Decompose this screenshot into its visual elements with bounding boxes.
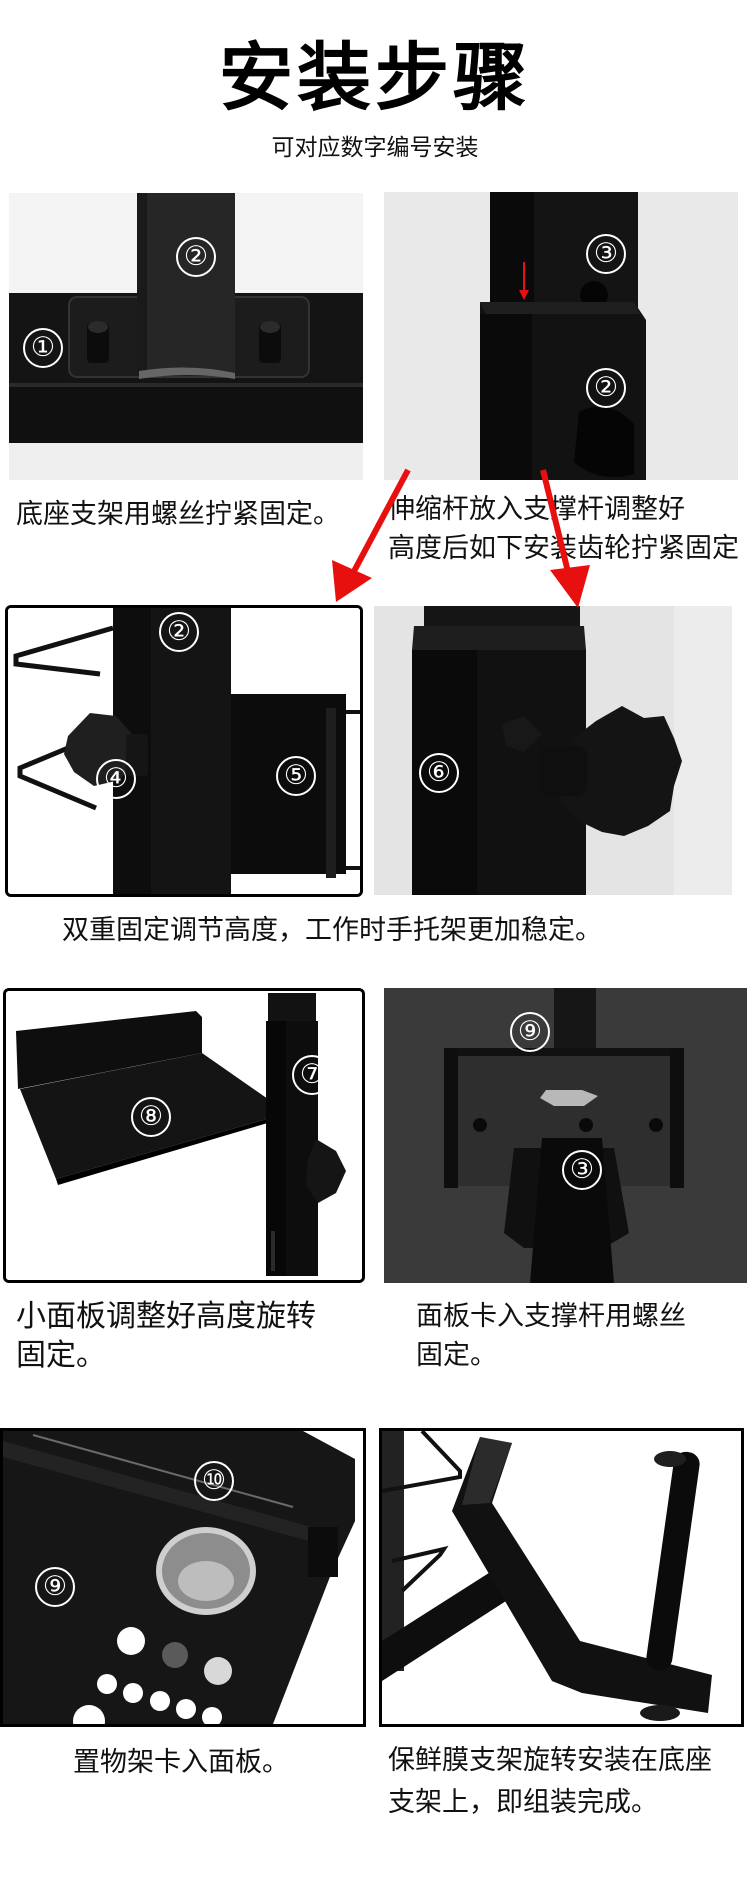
step-1-caption: 底座支架用螺丝拧紧固定。 bbox=[16, 499, 340, 530]
part-label-9: ⑨ bbox=[510, 1012, 550, 1052]
step-5-caption-line-2: 固定。 bbox=[16, 1338, 106, 1373]
step-6-photo: ⑨ ③ bbox=[384, 988, 747, 1283]
part-label-8: ⑧ bbox=[131, 1097, 171, 1137]
step-1-photo: ① ② bbox=[9, 193, 363, 480]
step-8-caption-line-1: 保鲜膜支架旋转安装在底座 bbox=[388, 1745, 712, 1776]
page-title: 安装步骤 bbox=[219, 35, 531, 121]
step-6-caption-line-2: 固定。 bbox=[416, 1340, 497, 1371]
page-subtitle: 可对应数字编号安装 bbox=[271, 135, 479, 161]
step-5-caption-line-1: 小面板调整好高度旋转 bbox=[16, 1299, 316, 1334]
storage-tray-illustration bbox=[3, 1431, 363, 1724]
dual-fixing-illustration bbox=[8, 608, 360, 894]
step-6-caption-line-1: 面板卡入支撑杆用螺丝 bbox=[416, 1301, 686, 1332]
part-label-10: ⑩ bbox=[194, 1461, 234, 1501]
step-2-photo: ③ ② bbox=[384, 192, 738, 480]
part-label-9b: ⑨ bbox=[35, 1567, 75, 1607]
step-2-caption-line-1: 伸缩杆放入支撑杆调整好 bbox=[388, 494, 685, 525]
part-label-5: ⑤ bbox=[276, 756, 316, 796]
film-holder-illustration bbox=[382, 1431, 741, 1724]
step-8-photo bbox=[379, 1428, 744, 1727]
part-label-1: ① bbox=[23, 328, 63, 368]
dual-fixing-caption: 双重固定调节高度，工作时手托架更加稳定。 bbox=[62, 915, 602, 946]
step-4-photo: ⑥ bbox=[374, 606, 732, 895]
small-tray-illustration bbox=[6, 991, 362, 1280]
part-label-7: ⑦ bbox=[292, 1055, 332, 1095]
part-label-3: ③ bbox=[586, 234, 626, 274]
step-7-photo: ⑩ ⑨ bbox=[0, 1428, 366, 1727]
part-label-3b: ③ bbox=[562, 1150, 602, 1190]
part-label-2c: ② bbox=[159, 612, 199, 652]
step-7-caption: 置物架卡入面板。 bbox=[73, 1747, 289, 1778]
part-label-6: ⑥ bbox=[419, 753, 459, 793]
step-5-photo: ⑧ ⑦ bbox=[3, 988, 365, 1283]
base-bracket-illustration bbox=[9, 193, 363, 480]
star-knob-illustration bbox=[374, 606, 732, 895]
step-8-caption-line-2: 支架上，即组装完成。 bbox=[388, 1787, 658, 1818]
telescopic-pole-illustration bbox=[384, 192, 738, 480]
part-label-2b: ② bbox=[586, 368, 626, 408]
step-3-photo: ② ④ ⑤ bbox=[5, 605, 363, 897]
part-label-2: ② bbox=[176, 237, 216, 277]
step-2-caption-line-2: 高度后如下安装齿轮拧紧固定 bbox=[388, 533, 739, 564]
panel-clip-illustration bbox=[384, 988, 747, 1283]
part-label-4: ④ bbox=[96, 759, 136, 799]
